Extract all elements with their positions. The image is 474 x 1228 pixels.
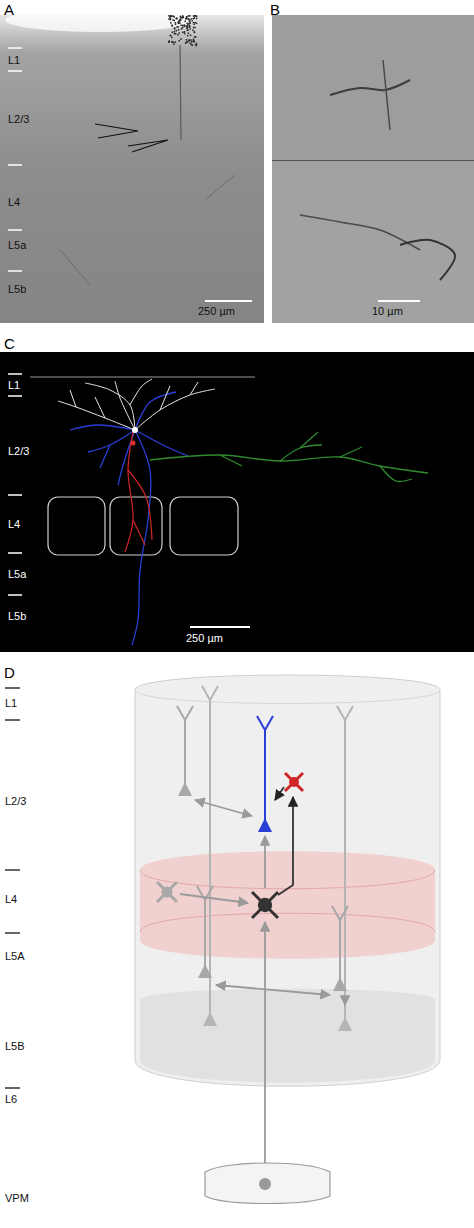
pia-line xyxy=(30,377,255,378)
grey-pyramidal-neuron xyxy=(177,706,193,796)
layer-label: L2/3 xyxy=(8,445,29,458)
layer-tick xyxy=(8,270,22,272)
layer-label: L1 xyxy=(8,54,20,67)
pia-glare xyxy=(5,8,195,32)
cell-contour xyxy=(330,80,410,95)
l4-stellate-neuron xyxy=(252,892,278,918)
grey-pyramidal-neuron xyxy=(332,906,348,991)
panel-c-reconstruction xyxy=(0,352,474,652)
layer-tick xyxy=(8,395,22,397)
layer-label: L6 xyxy=(5,1093,17,1106)
region-label: VPM xyxy=(5,1192,29,1205)
thalamus-vpm xyxy=(205,1163,330,1204)
layer-label: L4 xyxy=(8,196,20,209)
scale-label: 250 µm xyxy=(186,632,223,645)
layer-label: L5a xyxy=(8,568,26,581)
layer-label: L4 xyxy=(5,893,17,906)
pipette-track xyxy=(180,45,181,140)
panel-letter: B xyxy=(270,1,280,18)
blue-dendrites xyxy=(70,392,188,645)
recording-pipettes xyxy=(95,124,168,152)
scale-bar xyxy=(378,300,420,302)
soma xyxy=(132,427,138,433)
interneuron-soma xyxy=(131,441,136,446)
layer-tick xyxy=(8,47,22,49)
barrel-outline xyxy=(170,497,238,555)
slice-photo xyxy=(0,15,264,323)
layer-label: L4 xyxy=(8,518,20,531)
layer-tick xyxy=(8,552,22,554)
panel-letter: A xyxy=(4,1,14,18)
layer-label: L1 xyxy=(5,697,17,710)
layer-tick xyxy=(8,164,22,166)
dic-photo-top xyxy=(272,15,474,160)
scale-bar xyxy=(190,626,250,628)
layer-tick xyxy=(8,229,22,231)
layer-4-band xyxy=(140,851,435,959)
grey-stellate-neuron xyxy=(157,882,177,902)
layer-label: L1 xyxy=(8,379,20,392)
column-rim xyxy=(135,690,440,704)
layer-tick xyxy=(5,719,20,721)
layer-label: L2/3 xyxy=(8,113,29,126)
layer-tick xyxy=(8,373,22,375)
panel-b-image xyxy=(272,15,474,323)
layer-label: L5b xyxy=(8,283,26,296)
layer-tick xyxy=(5,932,20,934)
cell-contour xyxy=(383,60,390,130)
layer-tick xyxy=(8,594,22,596)
layer-tick xyxy=(8,70,22,72)
layer-label: L5B xyxy=(5,1040,25,1053)
reconstruction-ground xyxy=(0,352,474,652)
blue-pyramidal-neuron xyxy=(257,716,273,832)
red-axon xyxy=(125,432,152,552)
layer-tick xyxy=(5,687,20,689)
barrel-outline xyxy=(110,497,162,555)
layer-tick xyxy=(5,869,20,871)
layer-4-band-edge xyxy=(140,870,435,932)
red-interneuron xyxy=(285,773,303,791)
white-dendrites xyxy=(58,379,215,430)
scale-label: 10 µm xyxy=(372,305,403,318)
panel-letter: D xyxy=(4,664,15,681)
layer-tick xyxy=(5,1087,20,1089)
layer-6-shade xyxy=(140,989,435,1083)
cortical-column xyxy=(135,675,440,1086)
layer-label: L5b xyxy=(8,610,26,623)
layer-label: L5a xyxy=(8,239,26,252)
layer-tick xyxy=(8,494,22,496)
dic-photo-bottom xyxy=(272,161,474,323)
grey-pyramidal-neuron xyxy=(197,886,213,978)
barrel-outline xyxy=(48,497,105,555)
photo-divider xyxy=(272,160,474,161)
panel-d-schematic xyxy=(5,675,440,1204)
layer-label: L2/3 xyxy=(5,795,26,808)
tissue-texture xyxy=(60,175,235,285)
scale-bar xyxy=(205,300,252,302)
green-axon xyxy=(150,432,428,481)
vpm-neuron xyxy=(259,1178,271,1190)
scale-label: 250 µm xyxy=(198,305,235,318)
panel-a-image xyxy=(0,8,264,323)
cell-contour xyxy=(400,240,455,280)
connection-arrows xyxy=(180,787,345,1176)
layer-label: L5A xyxy=(5,950,25,963)
panel-letter: C xyxy=(4,335,15,352)
pipette-tip-speckle xyxy=(168,15,197,46)
